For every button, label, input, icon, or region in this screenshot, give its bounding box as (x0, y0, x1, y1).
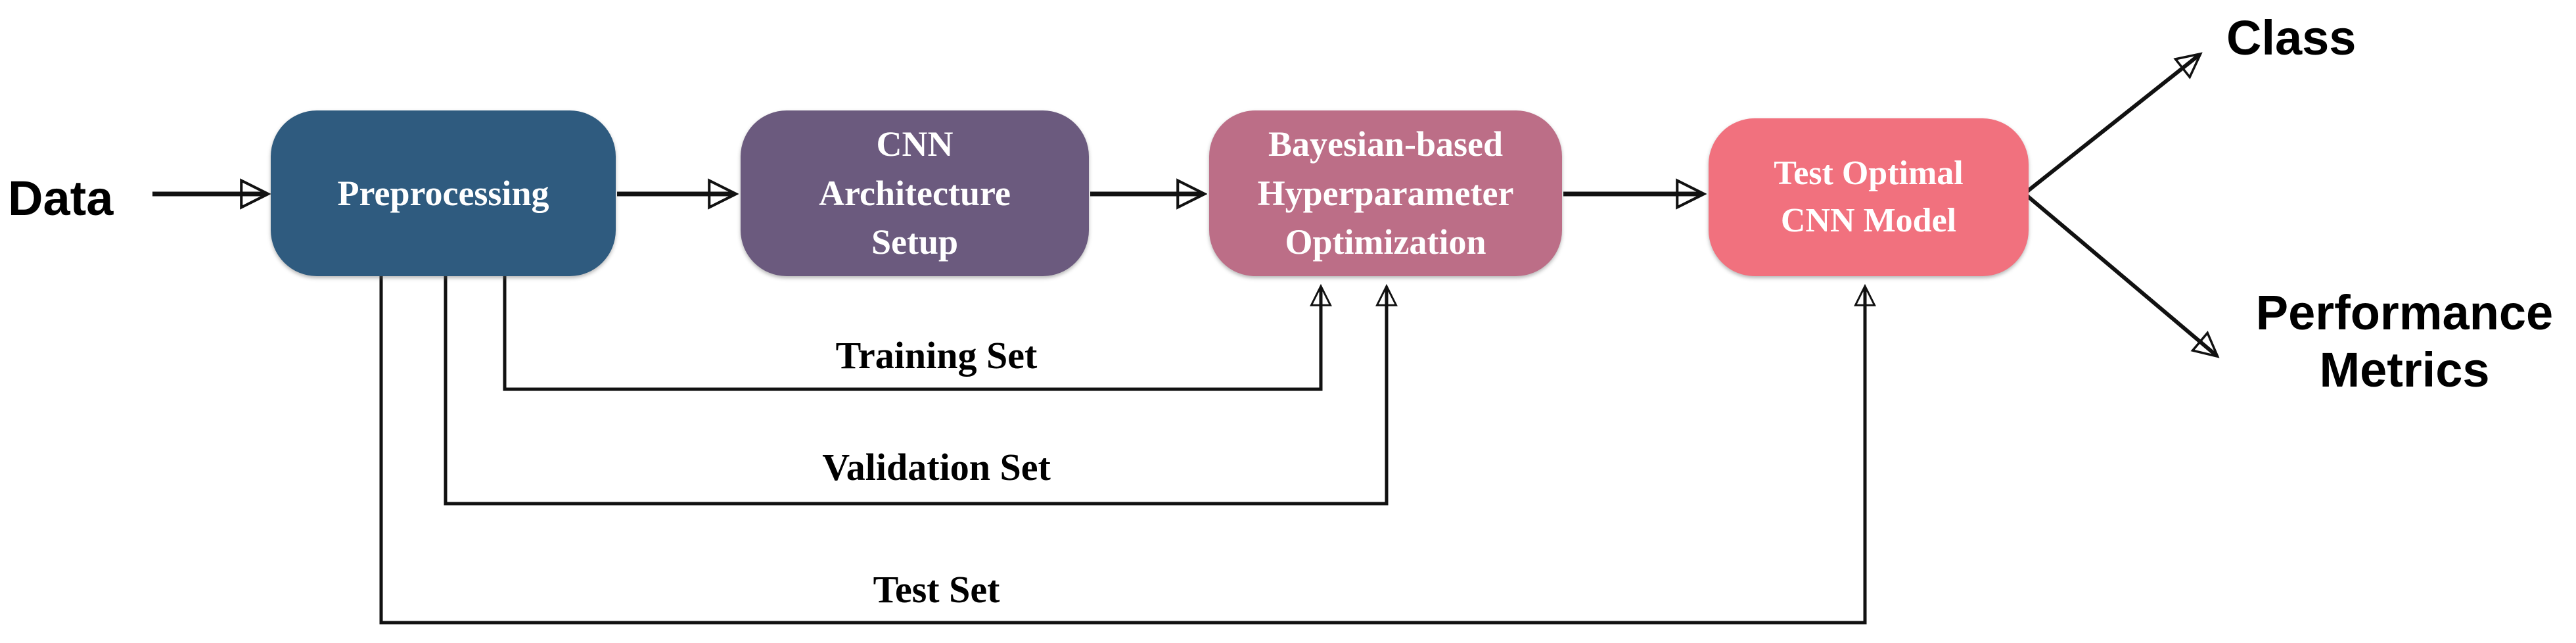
box-test-line: CNN Model (1780, 202, 1957, 239)
validation-set-label: Validation Set (822, 446, 1051, 488)
box-test-line: Test Optimal (1774, 155, 1964, 193)
box-cnn-architecture-setup: CNN Architecture Setup (741, 110, 1089, 276)
box-cnn-line: CNN (876, 124, 954, 164)
box-bayesian-hyperparameter-optimization: Bayesian-based Hyperparameter Optimizati… (1209, 110, 1562, 276)
box-preprocessing-line: Preprocessing (337, 173, 549, 213)
test-set-label: Test Set (873, 568, 1000, 611)
box-preprocessing: Preprocessing (271, 110, 616, 276)
test-to-performance-arrow (2026, 194, 2216, 355)
validation-set-connector (444, 276, 1387, 506)
box-cnn-line: Setup (871, 222, 959, 262)
box-bayesian-line: Hyperparameter (1257, 173, 1514, 213)
data-label: Data (8, 171, 114, 226)
performance-metrics-output-label: Performance Metrics (2255, 285, 2554, 398)
test-set-connector (379, 276, 1865, 625)
class-output-label: Class (2226, 11, 2357, 65)
training-set-connector (503, 276, 1321, 391)
box-test-optimal-cnn-model: Test Optimal CNN Model (1709, 118, 2029, 276)
test-to-class-arrow (2026, 55, 2199, 193)
box-bayesian-line: Bayesian-based (1268, 124, 1504, 164)
box-cnn-line: Architecture (819, 173, 1011, 213)
box-bayesian-line: Optimization (1285, 222, 1486, 262)
training-set-label: Training Set (835, 334, 1038, 377)
